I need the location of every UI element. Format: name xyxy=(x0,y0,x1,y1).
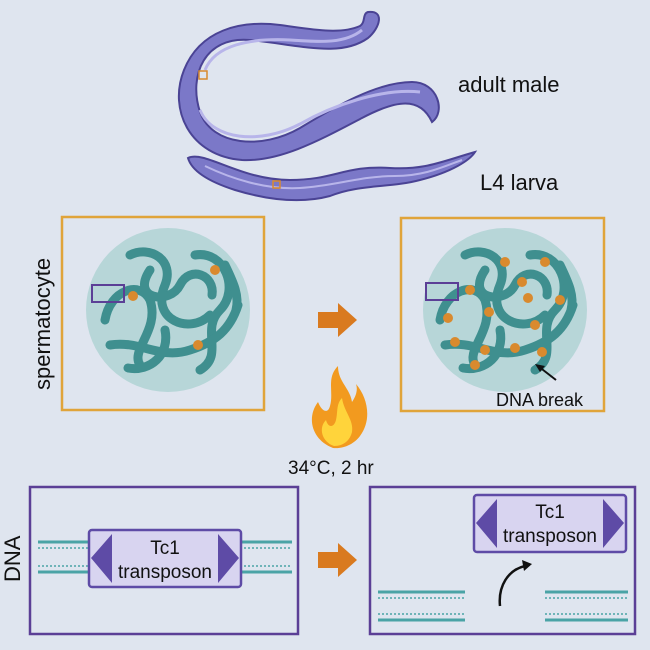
spermatocyte-label: spermatocyte xyxy=(30,258,55,390)
dna-strands-left xyxy=(38,540,292,574)
l4-larva-label: L4 larva xyxy=(480,170,559,195)
worm-adult-male xyxy=(177,10,440,162)
dna-before-frame xyxy=(28,485,300,636)
nucleus-after-frame xyxy=(399,216,606,413)
flame-icon xyxy=(311,366,368,449)
dna-region-marker xyxy=(425,282,459,301)
chromatin xyxy=(100,247,243,375)
curved-arrow-icon xyxy=(498,560,532,607)
break-sites xyxy=(128,265,220,350)
transposon-right: Tc1 transposon xyxy=(472,493,628,554)
dna-label: DNA xyxy=(0,535,25,582)
nucleus-before xyxy=(86,228,250,392)
transposon-right-line1: Tc1 xyxy=(535,502,565,523)
dna-strands-right xyxy=(378,590,628,622)
dna-region-marker xyxy=(91,284,125,303)
nucleus-before-frame xyxy=(60,215,266,412)
process-arrow-icon xyxy=(318,543,357,577)
break-sites xyxy=(443,257,565,370)
transposon-left-line1: Tc1 xyxy=(150,538,180,559)
condition-label: 34°C, 2 hr xyxy=(288,458,374,479)
process-arrow-icon xyxy=(318,303,357,337)
transposon-left: Tc1 transposon xyxy=(87,528,243,589)
dna-break-label: DNA break xyxy=(496,390,584,410)
dna-after-frame xyxy=(368,485,637,636)
adult-male-label: adult male xyxy=(458,72,560,97)
worm-l4-larva xyxy=(186,150,478,202)
nucleus-after xyxy=(423,228,587,392)
transposon-left-line2: transposon xyxy=(118,562,212,583)
transposon-right-line2: transposon xyxy=(503,526,597,547)
